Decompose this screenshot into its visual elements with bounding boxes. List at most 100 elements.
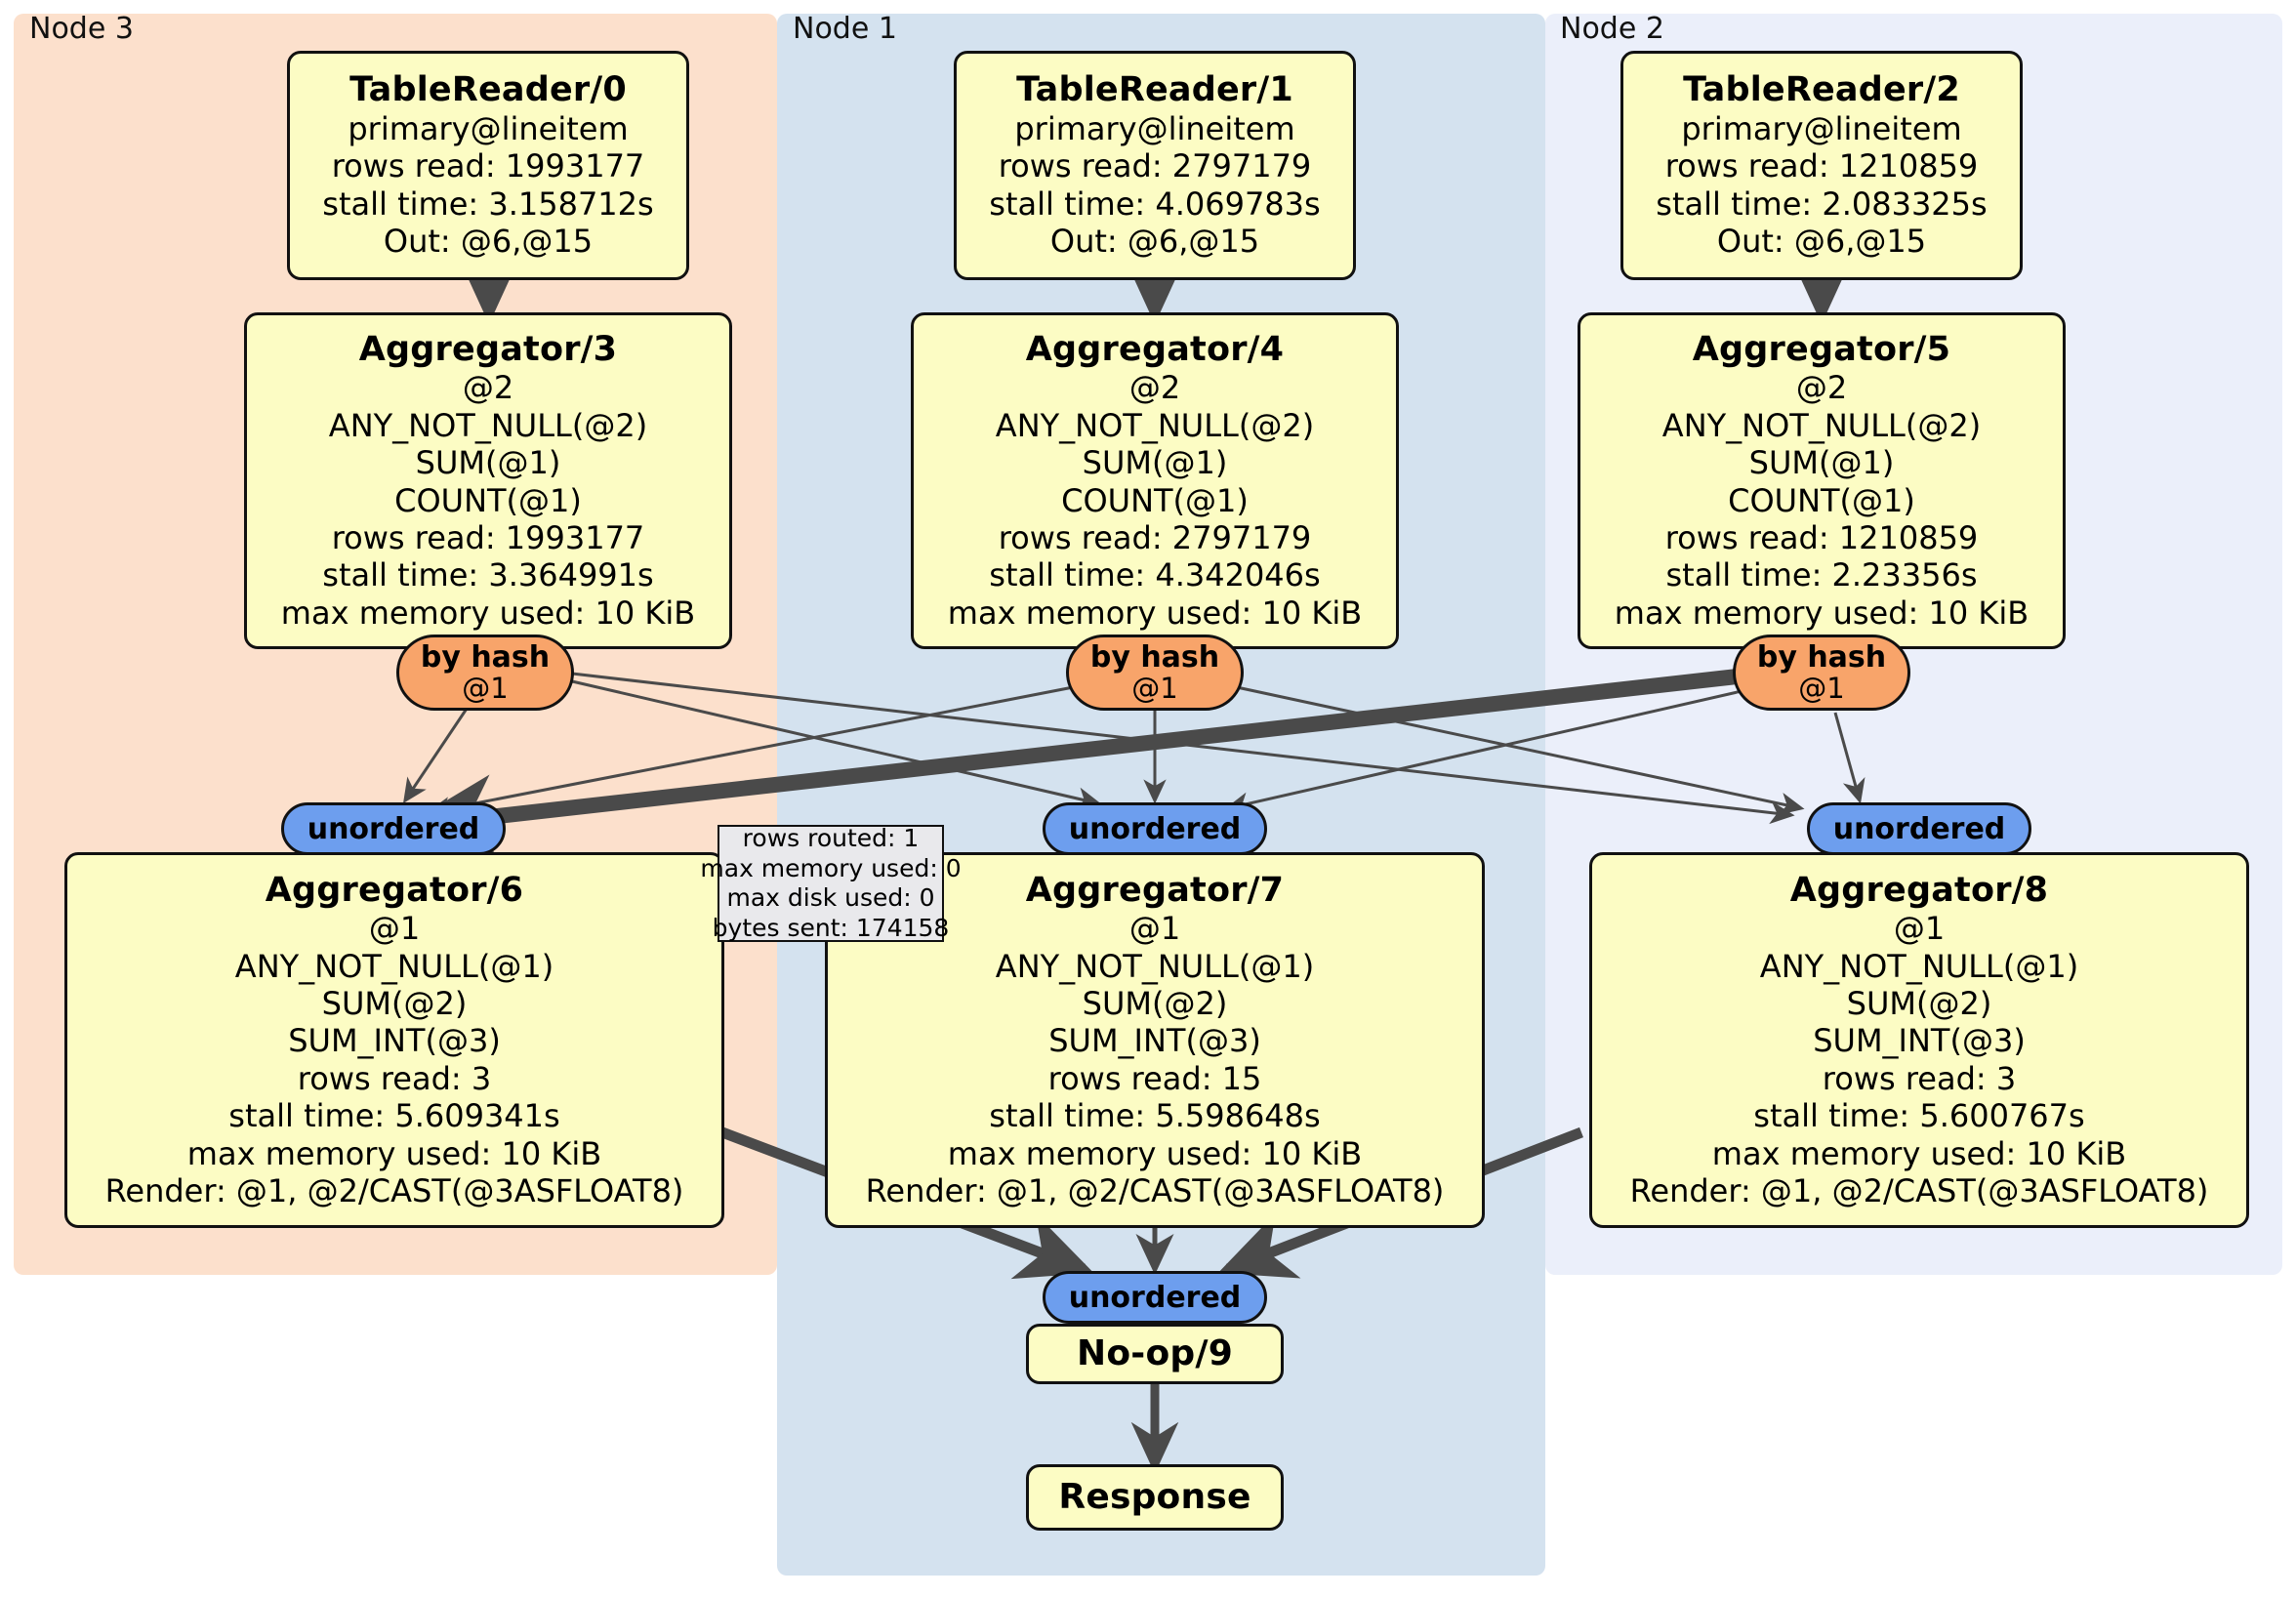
node-line: primary@lineitem <box>1681 110 1962 148</box>
router-head: by hash <box>420 639 551 675</box>
node-title: Aggregator/5 <box>1692 329 1951 369</box>
node-title: Aggregator/3 <box>358 329 618 369</box>
node-line: rows read: 1210859 <box>1664 518 1979 556</box>
node-line: max memory used: 10 KiB <box>947 594 1363 632</box>
router-head: by hash <box>1089 639 1220 675</box>
node-line: rows read: 15 <box>1047 1059 1262 1097</box>
input-label: unordered <box>1068 1280 1242 1315</box>
node-line: ANY_NOT_NULL(@1) <box>1759 947 2079 985</box>
node-line: ANY_NOT_NULL(@2) <box>328 406 648 444</box>
node-line: stall time: 5.609341s <box>228 1097 560 1135</box>
tooltip-line: max memory used: 0 <box>700 853 962 882</box>
node-line: stall time: 4.342046s <box>989 556 1321 594</box>
node-noop9[interactable]: No-op/9 <box>1026 1324 1284 1384</box>
node-line: @1 <box>1128 910 1181 948</box>
node-line: Out: @6,@15 <box>1716 223 1927 261</box>
node-line: stall time: 5.600767s <box>1753 1097 2085 1135</box>
node-line: SUM_INT(@3) <box>1813 1022 2026 1060</box>
node-tablereader1[interactable]: TableReader/1 primary@lineitem rows read… <box>954 51 1356 280</box>
node-tablereader2[interactable]: TableReader/2 primary@lineitem rows read… <box>1620 51 2023 280</box>
node-line: SUM(@2) <box>1846 985 1992 1023</box>
node-aggregator4[interactable]: Aggregator/4 @2 ANY_NOT_NULL(@2) SUM(@1)… <box>911 312 1399 649</box>
node-line: primary@lineitem <box>1014 110 1295 148</box>
node-line: Render: @1, @2/CAST(@3ASFLOAT8) <box>1629 1171 2209 1209</box>
node-title: TableReader/2 <box>1683 70 1960 110</box>
node-line: rows read: 3 <box>297 1059 492 1097</box>
node-line: primary@lineitem <box>348 110 629 148</box>
node-line: SUM_INT(@3) <box>1048 1022 1261 1060</box>
node-line: SUM_INT(@3) <box>288 1022 501 1060</box>
node-line: ANY_NOT_NULL(@2) <box>995 406 1315 444</box>
node-line: rows read: 3 <box>1822 1059 2017 1097</box>
node-line: stall time: 2.083325s <box>1656 184 1988 223</box>
node-line: SUM(@1) <box>415 444 561 482</box>
node-title: Response <box>1058 1477 1251 1518</box>
node-line: COUNT(@1) <box>394 481 582 519</box>
node-line: max memory used: 10 KiB <box>280 594 696 632</box>
node-line: max memory used: 10 KiB <box>1614 594 2030 632</box>
cluster-label-node-2: Node 2 <box>1560 12 1664 46</box>
input-unordered-6[interactable]: unordered <box>281 802 506 855</box>
node-response[interactable]: Response <box>1026 1464 1284 1531</box>
node-line: max memory used: 10 KiB <box>186 1134 602 1172</box>
node-line: SUM(@1) <box>1748 444 1895 482</box>
node-line: ANY_NOT_NULL(@1) <box>995 947 1315 985</box>
cluster-label-node-1: Node 1 <box>793 12 897 46</box>
node-line: Render: @1, @2/CAST(@3ASFLOAT8) <box>865 1171 1445 1209</box>
node-tablereader0[interactable]: TableReader/0 primary@lineitem rows read… <box>287 51 689 280</box>
tooltip-line: rows routed: 1 <box>742 824 920 852</box>
tooltip-line: bytes sent: 174158 <box>712 913 950 942</box>
router-body: @1 <box>1798 671 1845 705</box>
cluster-label-node-3: Node 3 <box>29 12 134 46</box>
node-line: ANY_NOT_NULL(@2) <box>1661 406 1982 444</box>
node-line: SUM(@2) <box>1082 985 1228 1023</box>
node-line: stall time: 5.598648s <box>989 1097 1321 1135</box>
node-line: rows read: 1993177 <box>331 518 645 556</box>
node-line: rows read: 1993177 <box>331 147 645 185</box>
node-line: stall time: 3.364991s <box>322 556 654 594</box>
node-line: Out: @6,@15 <box>1049 223 1260 261</box>
input-unordered-9[interactable]: unordered <box>1043 1271 1267 1324</box>
node-line: stall time: 3.158712s <box>322 184 654 223</box>
input-label: unordered <box>1832 811 2006 846</box>
node-line: max memory used: 10 KiB <box>947 1134 1363 1172</box>
node-line: @1 <box>1893 910 1946 948</box>
edge-stats-tooltip: rows routed: 1 max memory used: 0 max di… <box>700 824 962 942</box>
node-title: Aggregator/7 <box>1025 870 1285 910</box>
node-title: Aggregator/6 <box>265 870 524 910</box>
node-line: @2 <box>462 369 514 407</box>
input-label: unordered <box>307 811 480 846</box>
tooltip-line: max disk used: 0 <box>726 883 935 912</box>
node-line: COUNT(@1) <box>1061 481 1249 519</box>
node-line: rows read: 2797179 <box>998 518 1312 556</box>
node-line: @2 <box>1795 369 1848 407</box>
node-aggregator5[interactable]: Aggregator/5 @2 ANY_NOT_NULL(@2) SUM(@1)… <box>1578 312 2066 649</box>
input-unordered-7[interactable]: unordered <box>1043 802 1267 855</box>
node-line: SUM(@2) <box>321 985 468 1023</box>
input-label: unordered <box>1068 811 1242 846</box>
node-line: ANY_NOT_NULL(@1) <box>234 947 554 985</box>
node-line: stall time: 4.069783s <box>989 184 1321 223</box>
node-line: SUM(@1) <box>1082 444 1228 482</box>
node-line: stall time: 2.23356s <box>1665 556 1978 594</box>
node-aggregator3[interactable]: Aggregator/3 @2 ANY_NOT_NULL(@2) SUM(@1)… <box>244 312 732 649</box>
node-aggregator6[interactable]: Aggregator/6 @1 ANY_NOT_NULL(@1) SUM(@2)… <box>64 852 724 1228</box>
router-by-hash-4[interactable]: by hash @1 <box>1066 635 1244 711</box>
input-unordered-8[interactable]: unordered <box>1807 802 2031 855</box>
router-body: @1 <box>462 671 509 705</box>
node-title: TableReader/1 <box>1016 70 1293 110</box>
node-title: No-op/9 <box>1077 1333 1233 1374</box>
node-line: Out: @6,@15 <box>383 223 594 261</box>
router-body: @1 <box>1131 671 1178 705</box>
node-aggregator8[interactable]: Aggregator/8 @1 ANY_NOT_NULL(@1) SUM(@2)… <box>1589 852 2249 1228</box>
node-line: rows read: 2797179 <box>998 147 1312 185</box>
node-line: @1 <box>368 910 421 948</box>
router-by-hash-3[interactable]: by hash @1 <box>396 635 574 711</box>
router-by-hash-5[interactable]: by hash @1 <box>1733 635 1910 711</box>
node-line: Render: @1, @2/CAST(@3ASFLOAT8) <box>104 1171 684 1209</box>
node-line: rows read: 1210859 <box>1664 147 1979 185</box>
node-title: TableReader/0 <box>349 70 627 110</box>
node-line: @2 <box>1128 369 1181 407</box>
node-title: Aggregator/4 <box>1025 329 1285 369</box>
